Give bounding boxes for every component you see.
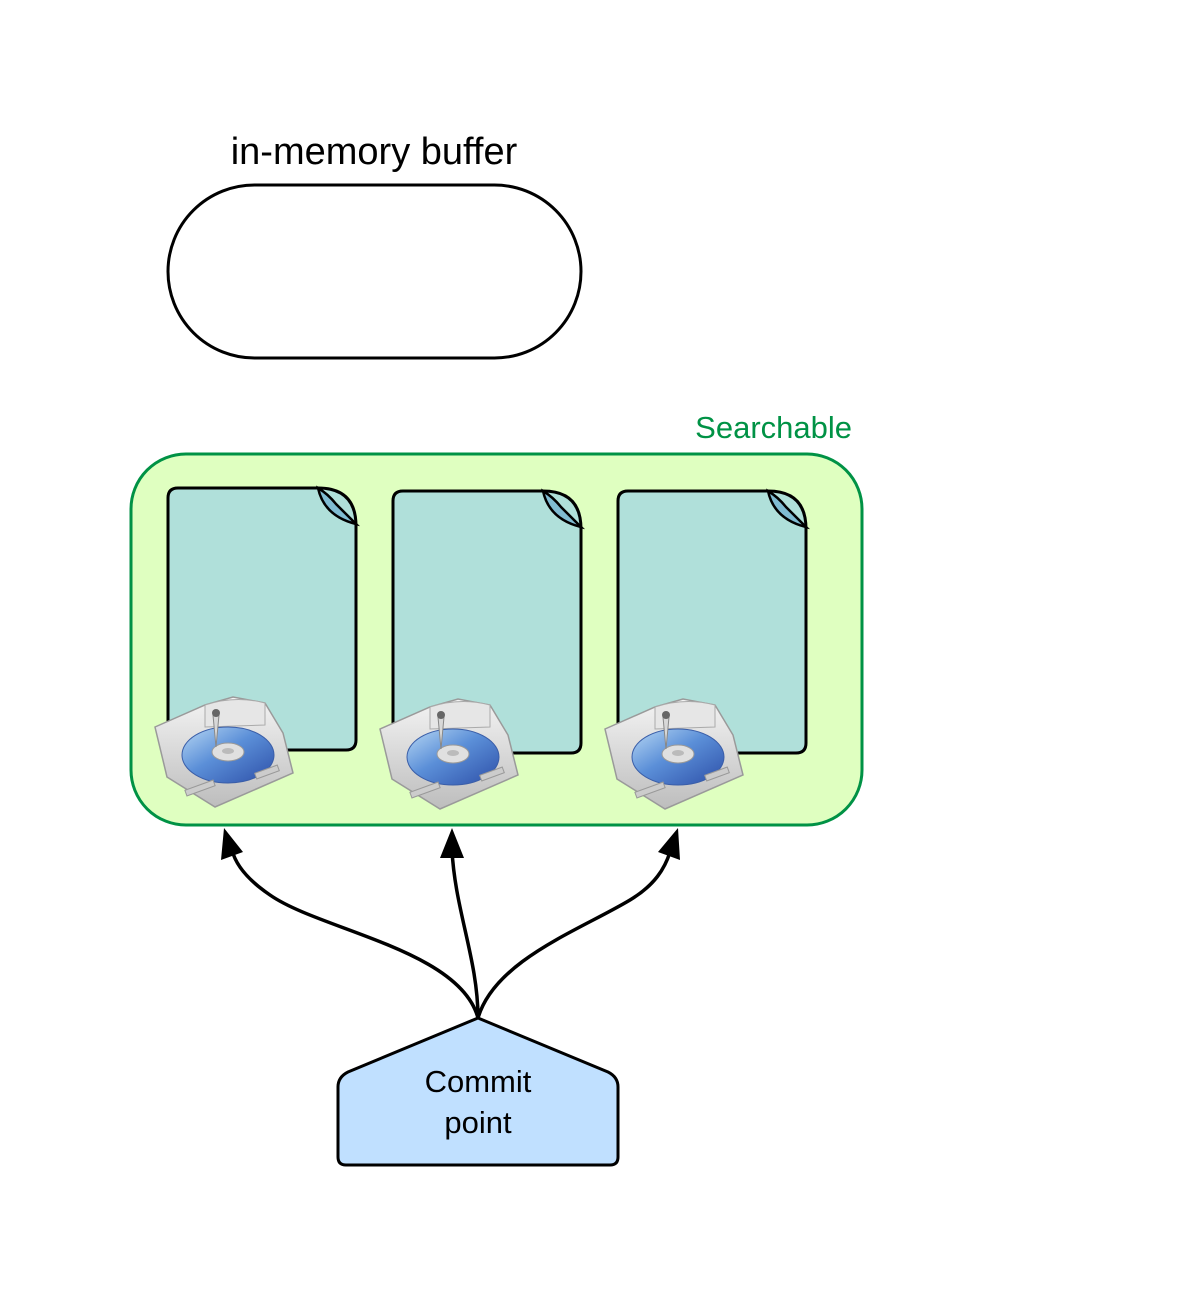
segment-1 bbox=[154, 485, 361, 808]
document-icon bbox=[166, 485, 361, 752]
document-icon bbox=[391, 488, 586, 755]
commit-label-line2: point bbox=[444, 1105, 512, 1140]
segment-3 bbox=[604, 488, 811, 810]
arrowheads bbox=[221, 828, 680, 860]
document-icon bbox=[616, 488, 811, 755]
arrow-to-segment-3 bbox=[476, 851, 672, 1019]
searchable-label: Searchable bbox=[695, 410, 852, 445]
in-memory-buffer bbox=[166, 183, 583, 360]
commit-label-line1: Commit bbox=[425, 1064, 532, 1099]
commit-point bbox=[336, 1016, 620, 1167]
segment-2 bbox=[379, 488, 586, 810]
buffer-label: in-memory buffer bbox=[231, 131, 518, 173]
commit-arrows bbox=[230, 849, 672, 1019]
arrow-to-segment-2 bbox=[450, 849, 480, 1019]
arrowhead-icon bbox=[221, 828, 243, 860]
arrowhead-icon bbox=[658, 828, 680, 860]
arrowhead-icon bbox=[440, 828, 464, 858]
arrow-to-segment-1 bbox=[230, 849, 480, 1019]
